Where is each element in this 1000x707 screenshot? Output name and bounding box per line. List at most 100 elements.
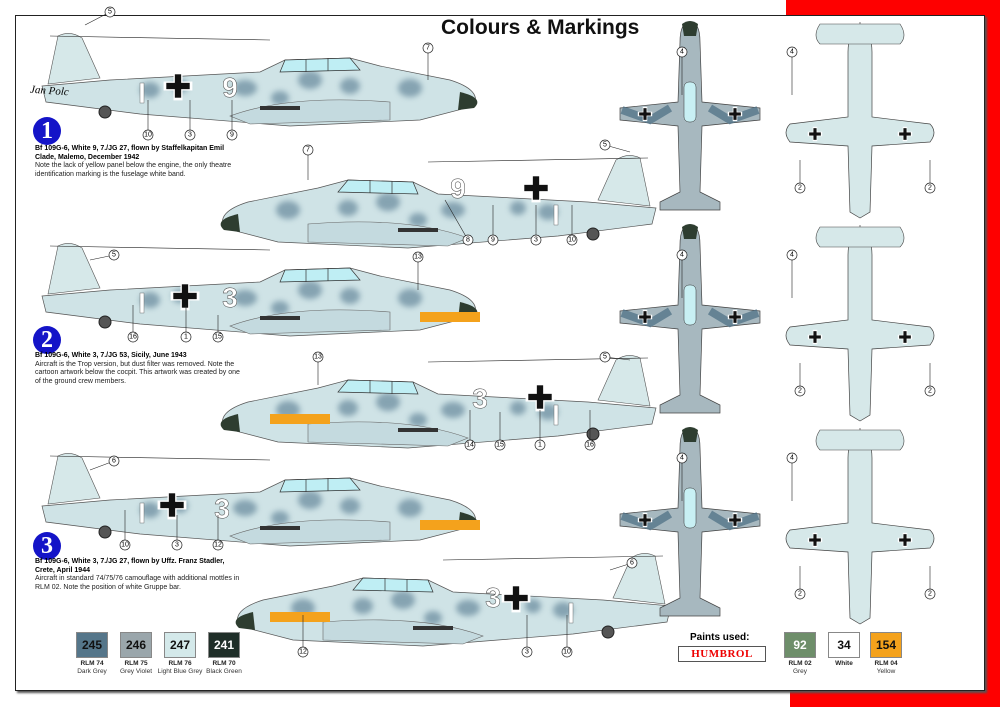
callout-number: 4 [680, 49, 684, 56]
plan-views [620, 21, 934, 624]
callout-marker [184, 129, 196, 141]
scheme-1-note: Note the lack of yellow panel below the … [35, 162, 232, 178]
aircraft-code-number: 3 [485, 582, 501, 613]
callout-number: 2 [798, 388, 802, 395]
paints-used-label: Paints used: [690, 632, 750, 643]
callout-number: 2 [928, 388, 932, 395]
callout-marker [924, 588, 936, 600]
callout-number: 10 [563, 649, 571, 656]
swatch-rlm-label: RLM 76 [168, 660, 192, 667]
profile-2-right [221, 355, 656, 448]
callout-marker [464, 439, 476, 451]
callout-marker [412, 251, 424, 263]
callout-number: 7 [306, 147, 310, 154]
scheme-1-heading: Bf 109G-6, White 9, 7./JG 27, flown by S… [35, 145, 225, 161]
callout-marker [599, 139, 611, 151]
callout-number: 4 [790, 455, 794, 462]
profile-3-right [236, 553, 671, 646]
swatch-34: 34 [828, 632, 860, 658]
callout-number: 9 [230, 132, 234, 139]
swatch-color-name: Yellow [876, 668, 896, 675]
callout-marker [924, 385, 936, 397]
swatch-241: 241 [208, 632, 240, 658]
swatch-rlm-label: White [835, 660, 853, 667]
swatch-rlm-label: RLM 02 [788, 660, 812, 667]
callout-marker [566, 234, 578, 246]
callout-marker [108, 455, 120, 467]
callout-marker [786, 249, 798, 261]
swatch-color-name: Black Green [206, 668, 242, 675]
callout-marker [127, 331, 139, 343]
swatch-color-name: Grey [792, 668, 808, 675]
callout-marker [312, 351, 324, 363]
callout-marker [487, 234, 499, 246]
scheme-3-heading: Bf 109G-6, White 3, 7./JG 27, flown by U… [35, 558, 225, 574]
callout-number: 16 [129, 334, 137, 341]
callout-number: 2 [798, 185, 802, 192]
scheme-3-description: Bf 109G-6, White 3, 7./JG 27, flown by U… [35, 558, 245, 592]
callout-marker [584, 439, 596, 451]
scheme-1-description: Bf 109G-6, White 9, 7./JG 27, flown by S… [35, 145, 245, 179]
callout-number: 6 [630, 560, 634, 567]
callout-number: 16 [586, 442, 594, 449]
swatch-245: 245 [76, 632, 108, 658]
aircraft-code-number: 3 [472, 383, 488, 414]
callout-marker [676, 452, 688, 464]
callout-number: 10 [568, 237, 576, 244]
callout-number: 4 [680, 252, 684, 259]
callout-number: 12 [299, 649, 307, 656]
callout-number: 1 [538, 442, 542, 449]
scheme-1-badge: 1 [33, 117, 61, 145]
callout-number: 13 [414, 254, 422, 261]
callout-marker [534, 439, 546, 451]
scheme-3-badge: 3 [33, 532, 61, 560]
callout-number: 2 [928, 591, 932, 598]
callout-marker [786, 46, 798, 58]
swatch-rlm-label: RLM 70 [212, 660, 236, 667]
callout-number: 4 [680, 455, 684, 462]
profile-1-left [42, 33, 477, 126]
swatch-92: 92 [784, 632, 816, 658]
callout-marker [494, 439, 506, 451]
callout-marker [924, 182, 936, 194]
callout-number: 2 [928, 185, 932, 192]
callout-number: 5 [603, 354, 607, 361]
red-frame-bottom [790, 690, 1000, 707]
swatch-rlm-label: RLM 74 [80, 660, 104, 667]
scheme-3-note: Aircraft in standard 74/75/76 camouflage… [35, 575, 240, 591]
callout-marker [422, 42, 434, 54]
callout-number: 9 [491, 237, 495, 244]
callout-number: 1 [184, 334, 188, 341]
callout-number: 7 [426, 45, 430, 52]
callout-number: 12 [214, 542, 222, 549]
callout-marker [297, 646, 309, 658]
callout-number: 4 [790, 252, 794, 259]
humbrol-logo: HUMBROL [678, 646, 766, 662]
callout-marker [786, 452, 798, 464]
callout-number: 13 [314, 354, 322, 361]
callout-number: 3 [534, 237, 538, 244]
callout-marker [521, 646, 533, 658]
scheme-2-note: Aircraft is the Trop version, but dust f… [35, 360, 240, 385]
swatch-rlm-label: RLM 04 [874, 660, 898, 667]
swatch-246: 246 [120, 632, 152, 658]
callout-number: 2 [798, 591, 802, 598]
callout-marker [462, 234, 474, 246]
callout-marker [794, 182, 806, 194]
callout-marker [108, 249, 120, 261]
swatch-154: 154 [870, 632, 902, 658]
scheme-2-heading: Bf 109G-6, White 3, 7./JG 53, Sicily, Ju… [35, 352, 187, 359]
callout-number: 10 [144, 132, 152, 139]
callout-number: 5 [108, 9, 112, 16]
swatch-color-name: Dark Grey [77, 668, 107, 675]
callout-number: 15 [496, 442, 504, 449]
callout-number: 10 [121, 542, 129, 549]
callout-marker [676, 46, 688, 58]
swatch-rlm-label: RLM 75 [124, 660, 148, 667]
callout-number: 5 [603, 142, 607, 149]
callout-marker [676, 249, 688, 261]
callout-marker [626, 557, 638, 569]
callout-marker [142, 129, 154, 141]
